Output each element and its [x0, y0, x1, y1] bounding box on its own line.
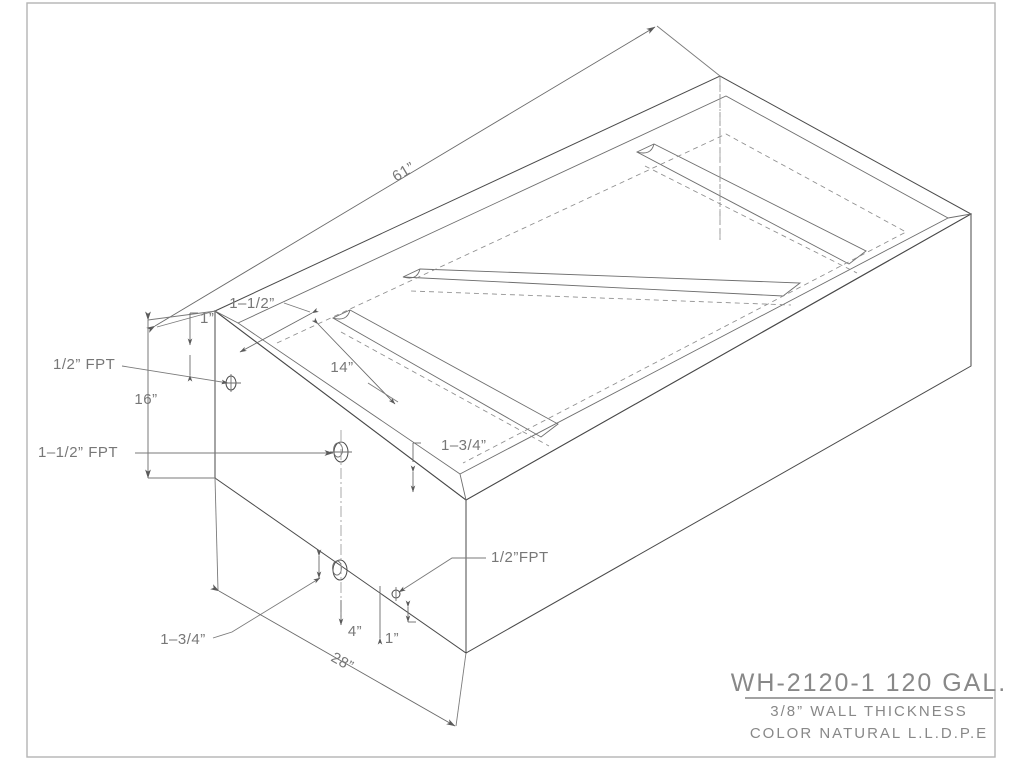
dimension-label-height: 16”	[134, 391, 157, 408]
title-material: COLOR NATURAL L.L.D.P.E	[750, 725, 988, 742]
top-slot-3	[635, 143, 867, 274]
dimension-1-3-4-right	[410, 442, 421, 493]
dimension-length-61	[146, 25, 721, 333]
dimension-label-length: 61”	[389, 159, 418, 185]
dimension-height-16	[145, 310, 217, 479]
dimension-label-fitting-offset-right: 1–3/4”	[441, 437, 487, 454]
dimension-bottom-4	[338, 586, 383, 645]
sheet-border	[26, 2, 996, 758]
callout-label-fpt-half-upper: 1/2” FPT	[53, 356, 115, 373]
callout-leader-fpt-half-lower	[398, 557, 486, 593]
tank-front-right-face	[465, 213, 972, 654]
dimension-label-slot-length: 14”	[330, 359, 353, 376]
dimension-bottom-1	[405, 600, 416, 623]
title-block: WH-2120-1 120 GAL. 3/8” WALL THICKNESS C…	[731, 669, 1007, 742]
callout-leader-fpt-half-upper	[121, 365, 229, 385]
dimension-rim-1-1-2	[239, 302, 319, 353]
fpt-half-lower-fitting	[332, 559, 348, 581]
dimension-label-rim-width: 1–1/2”	[229, 295, 275, 312]
dimension-width-28	[210, 477, 467, 727]
fpt-half-upper-fitting	[222, 374, 241, 392]
dimension-label-rim-drop: 1”	[200, 310, 214, 327]
dimension-rim-drop-1	[187, 312, 198, 382]
callout-label-fpt-one-half: 1–1/2” FPT	[38, 444, 118, 461]
callout-label-fpt-half-lower: 1/2”FPT	[491, 549, 549, 566]
tank-top-face	[214, 75, 973, 501]
top-slot-2	[402, 268, 802, 306]
dimension-label-width: 28”	[328, 649, 357, 675]
dimension-slot-14	[311, 317, 399, 405]
fpt-half-front-fitting	[391, 587, 401, 601]
dimension-label-bottom-offset: 4”	[348, 623, 362, 640]
dimension-label-fitting-offset-left: 1–3/4”	[160, 631, 206, 648]
title-wall-thickness: 3/8” WALL THICKNESS	[770, 703, 968, 720]
title-part-number: WH-2120-1 120 GAL.	[731, 669, 1007, 697]
dimension-label-bottom-rise: 1”	[385, 630, 399, 647]
dimension-1-3-4-left	[212, 577, 321, 639]
